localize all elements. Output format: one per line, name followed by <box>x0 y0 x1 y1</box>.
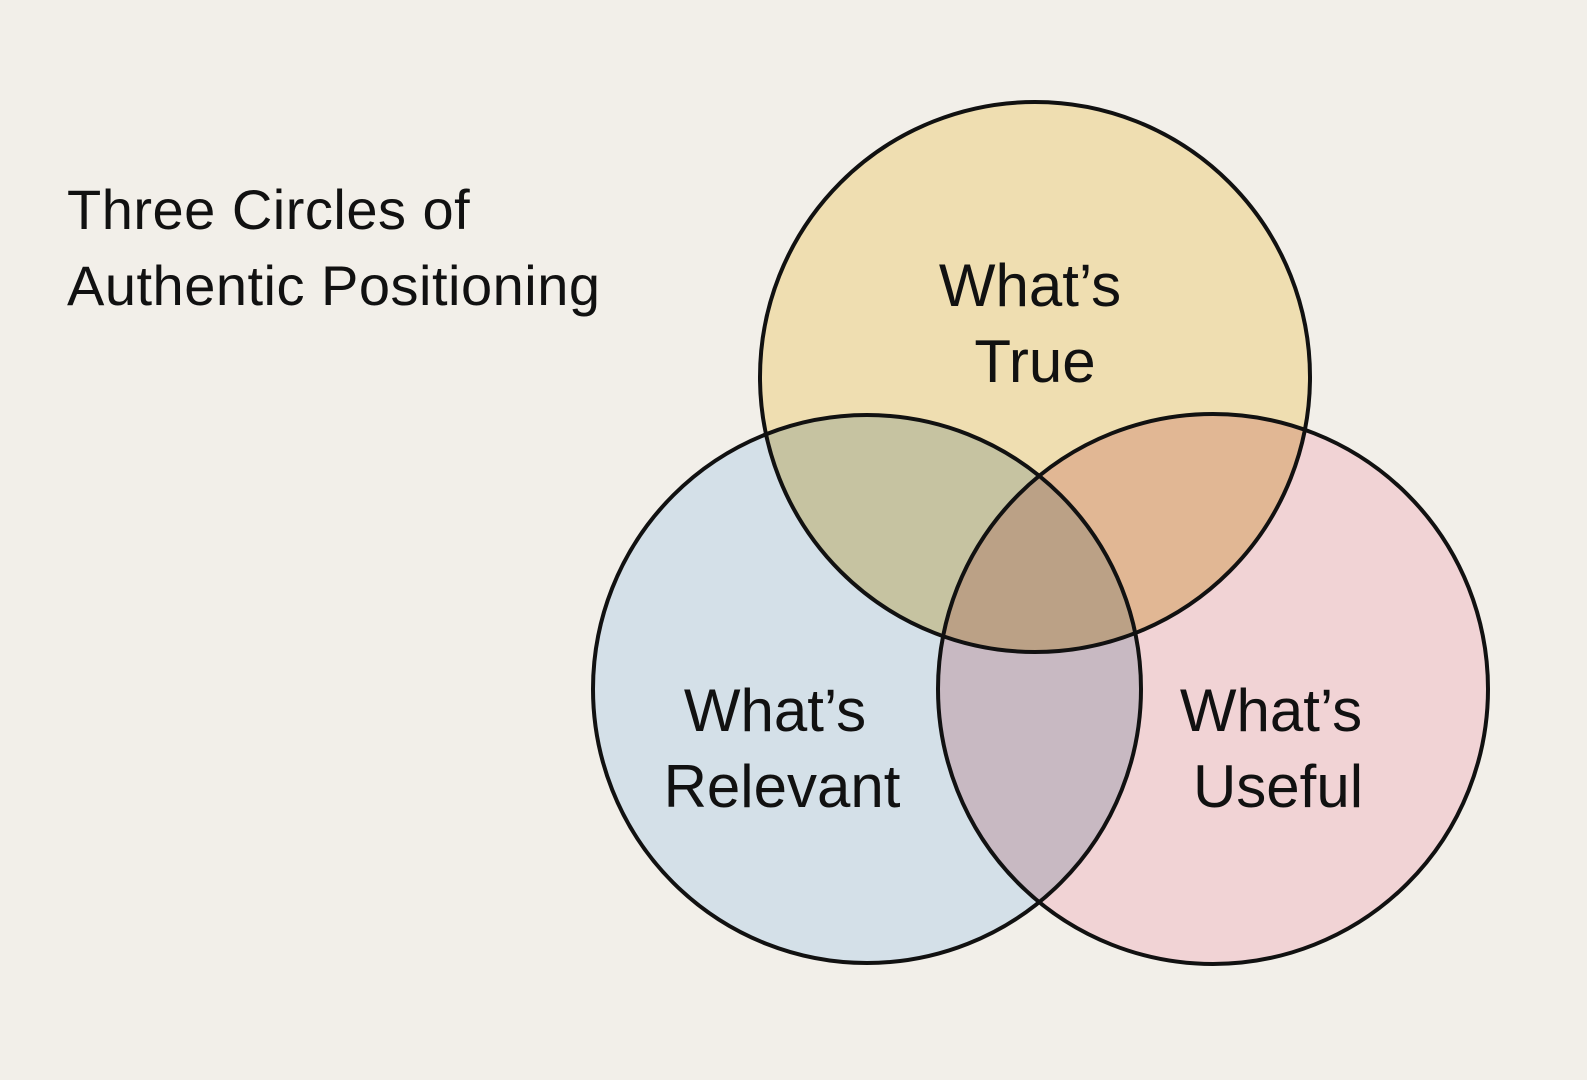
label-relevant-line2: Relevant <box>664 753 901 820</box>
circle-true-outline <box>758 100 1312 654</box>
label-useful-line1: What’s <box>1180 677 1362 744</box>
diagram-title: Three Circles of Authentic Positioning <box>67 172 601 324</box>
circle-useful-outline <box>936 412 1490 966</box>
label-relevant-line1: What’s <box>684 677 866 744</box>
label-useful-line2: Useful <box>1193 753 1363 820</box>
circle-useful-fill <box>938 414 1488 964</box>
label-true-line1: What’s <box>939 252 1121 319</box>
circle-relevant-outline <box>591 413 1143 965</box>
label-true-line2: True <box>974 328 1095 395</box>
title-line-1: Three Circles of <box>67 178 471 241</box>
title-line-2: Authentic Positioning <box>67 254 601 317</box>
